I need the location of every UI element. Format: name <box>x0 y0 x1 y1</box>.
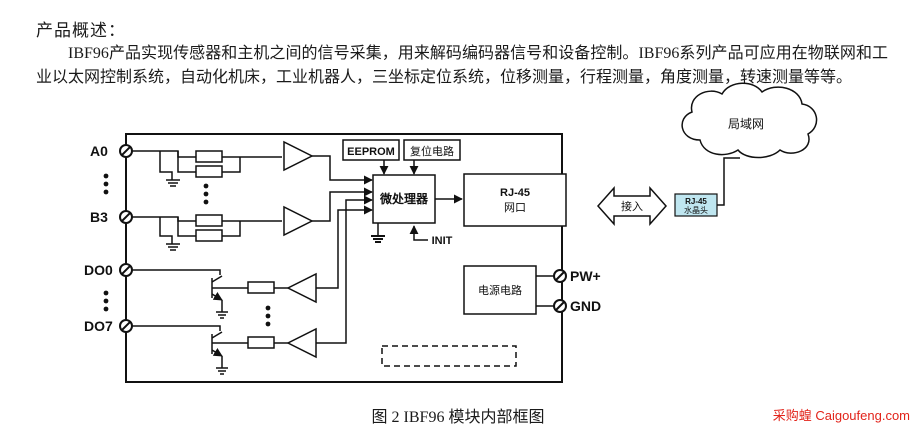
power-block <box>463 265 537 315</box>
pin-label-do0: DO0 <box>84 262 113 278</box>
crystal-title: RJ-45 <box>685 197 707 206</box>
module-border <box>125 133 563 383</box>
reset-block <box>403 139 461 161</box>
access-double-arrow <box>596 186 668 226</box>
power-label: 电源电路 <box>478 283 522 297</box>
mcu-label: 微处理器 <box>379 191 429 206</box>
cloud-icon <box>681 82 818 159</box>
init-label: INIT <box>432 235 453 247</box>
output-channel-do0 <box>132 205 373 319</box>
terminal-b3 <box>119 210 133 224</box>
pin-label-pw: PW+ <box>570 268 601 284</box>
dashed-placeholder <box>381 345 517 367</box>
pin-label-a0: A0 <box>90 143 108 159</box>
pin-label-do7: DO7 <box>84 318 113 334</box>
terminal-do7 <box>119 319 133 333</box>
crystal-sub: 水晶头 <box>684 205 708 215</box>
terminal-do0 <box>119 263 133 277</box>
overview-paragraph: IBF96产品实现传感器和主机之间的信号采集，用来解码编码器信号和设备控制。IB… <box>36 45 888 86</box>
cloud-label: 局域网 <box>728 117 764 131</box>
rj45-title: RJ-45 <box>500 187 530 199</box>
terminal-gnd <box>553 299 567 313</box>
watermark: 采购蝗 Caigoufeng.com <box>772 408 910 423</box>
terminal-a0 <box>119 144 133 158</box>
reset-label: 复位电路 <box>410 144 454 158</box>
input-channel-a0 <box>132 140 373 187</box>
rj45-block <box>463 173 567 227</box>
mcu-block <box>372 174 436 224</box>
output-channel-do7 <box>132 195 373 375</box>
pin-label-b3: B3 <box>90 209 108 225</box>
terminal-pw <box>553 269 567 283</box>
input-channel-b3 <box>132 187 373 251</box>
rj45-sub: 网口 <box>504 202 526 214</box>
eeprom-label: EEPROM <box>347 146 395 158</box>
figure-caption: 图 2 IBF96 模块内部框图 <box>371 409 545 426</box>
section-heading: 产品概述： <box>36 21 126 40</box>
eeprom-block <box>342 139 400 161</box>
pin-label-gnd: GND <box>570 298 601 314</box>
access-label: 接入 <box>621 200 643 213</box>
ellipsis-dots <box>103 173 271 327</box>
